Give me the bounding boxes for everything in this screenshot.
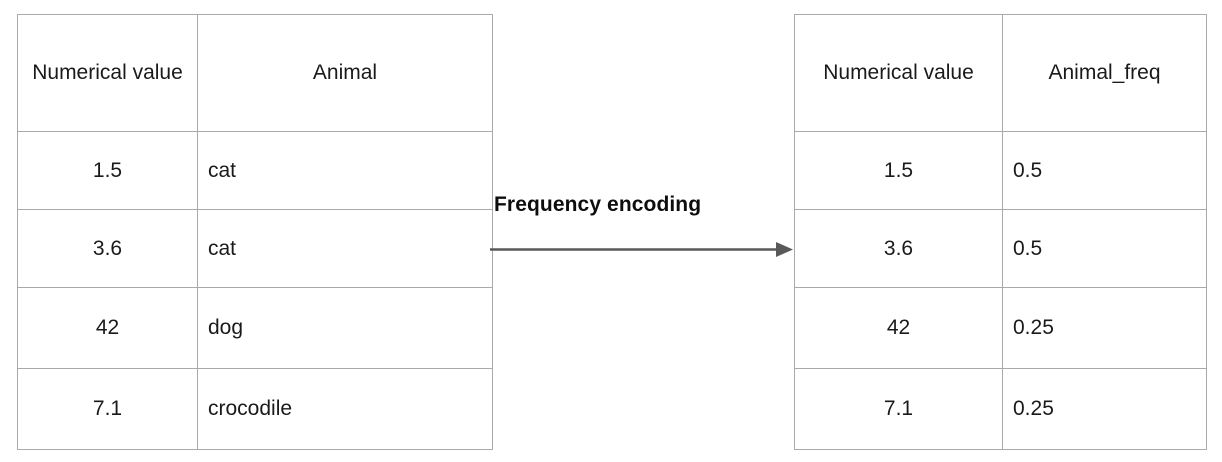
cell-animal-freq: 0.5 [1002,209,1207,288]
table-row: 1.5 cat [17,131,493,210]
encoded-table: Numerical value Animal_freq 1.5 0.5 3.6 … [794,14,1207,450]
cell-numerical-value: 42 [17,287,198,369]
table-row: 7.1 0.25 [794,368,1207,450]
column-header-numerical-value: Numerical value [17,14,198,132]
table-row: 3.6 0.5 [794,209,1207,288]
column-header-numerical-value: Numerical value [794,14,1003,132]
cell-numerical-value: 7.1 [17,368,198,450]
table-row: 3.6 cat [17,209,493,288]
source-table: Numerical value Animal 1.5 cat 3.6 cat 4… [17,14,493,450]
cell-animal: dog [197,287,493,369]
column-header-animal-freq: Animal_freq [1002,14,1207,132]
arrow-head [776,242,793,257]
cell-numerical-value: 3.6 [17,209,198,288]
cell-numerical-value: 1.5 [17,131,198,210]
cell-animal-freq: 0.5 [1002,131,1207,210]
column-header-animal: Animal [197,14,493,132]
arrow-right-icon [490,242,793,257]
cell-animal-freq: 0.25 [1002,368,1207,450]
table-row: 42 0.25 [794,287,1207,369]
table-row: 7.1 crocodile [17,368,493,450]
cell-numerical-value: 7.1 [794,368,1003,450]
table-row: 42 dog [17,287,493,369]
cell-animal-freq: 0.25 [1002,287,1207,369]
table-header-row: Numerical value Animal_freq [794,14,1207,132]
table-header-row: Numerical value Animal [17,14,493,132]
source-table-body: 1.5 cat 3.6 cat 42 dog 7.1 crocodile [17,131,493,450]
encoded-table-header: Numerical value Animal_freq [794,14,1207,132]
source-table-header: Numerical value Animal [17,14,493,132]
cell-animal: cat [197,209,493,288]
cell-numerical-value: 1.5 [794,131,1003,210]
encoded-table-body: 1.5 0.5 3.6 0.5 42 0.25 7.1 0.25 [794,131,1207,450]
cell-animal: crocodile [197,368,493,450]
cell-numerical-value: 3.6 [794,209,1003,288]
table-row: 1.5 0.5 [794,131,1207,210]
cell-animal: cat [197,131,493,210]
transform-label: Frequency encoding [494,193,702,216]
cell-numerical-value: 42 [794,287,1003,369]
